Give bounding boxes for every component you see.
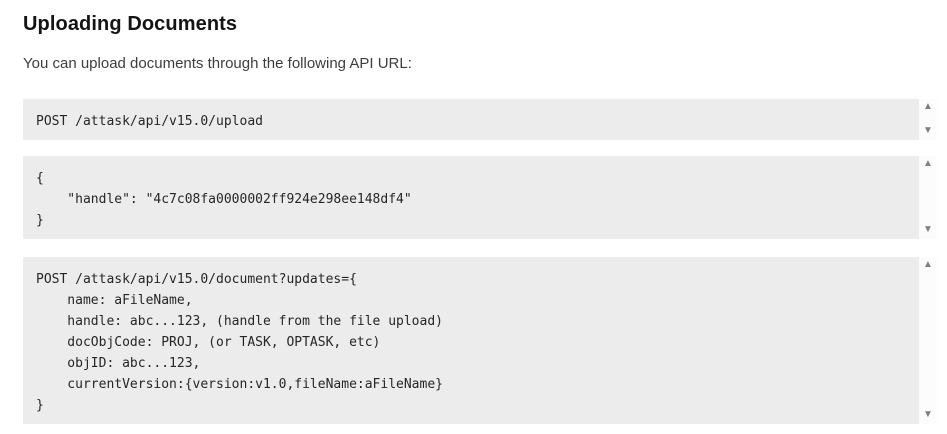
scroll-down-icon[interactable]: ▼ xyxy=(923,125,933,136)
code-block-handle-response: { "handle": "4c7c08fa0000002ff924e298ee1… xyxy=(23,156,937,239)
scroll-up-icon[interactable]: ▲ xyxy=(923,259,933,270)
scroll-up-icon[interactable]: ▲ xyxy=(923,101,933,112)
scrollbar[interactable]: ▲ ▼ xyxy=(919,156,937,239)
scroll-down-icon[interactable]: ▼ xyxy=(923,224,933,235)
documentation-page: Uploading Documents You can upload docum… xyxy=(23,13,937,424)
page-title: Uploading Documents xyxy=(23,13,238,35)
code-block-document-request: POST /attask/api/v15.0/document?updates=… xyxy=(23,257,937,424)
code-content-document-request: POST /attask/api/v15.0/document?updates=… xyxy=(23,257,919,424)
code-content-handle-response: { "handle": "4c7c08fa0000002ff924e298ee1… xyxy=(23,156,919,239)
code-content-upload-url: POST /attask/api/v15.0/upload xyxy=(23,99,919,140)
scrollbar[interactable]: ▲ ▼ xyxy=(919,99,937,140)
scroll-down-icon[interactable]: ▼ xyxy=(923,409,933,420)
scroll-up-icon[interactable]: ▲ xyxy=(923,158,933,169)
scrollbar[interactable]: ▲ ▼ xyxy=(919,257,937,424)
intro-text: You can upload documents through the fol… xyxy=(23,55,412,72)
code-block-upload-url: POST /attask/api/v15.0/upload ▲ ▼ xyxy=(23,99,937,140)
